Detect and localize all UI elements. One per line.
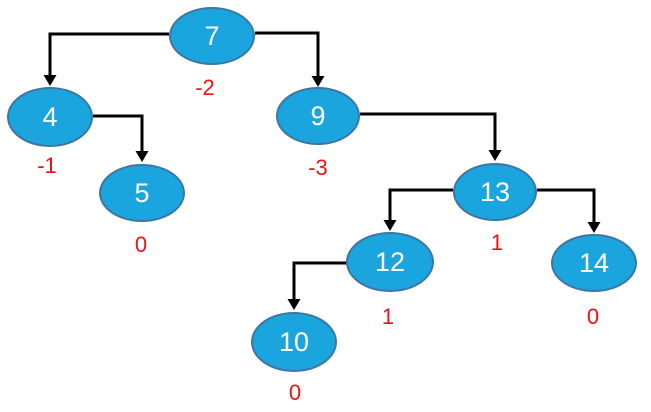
balance-factor-label-14: 0 bbox=[586, 304, 600, 329]
tree-edge-7-4 bbox=[48, 32, 169, 77]
balance-factor-label-4: -1 bbox=[37, 153, 57, 178]
tree-node-13: 13 bbox=[453, 163, 537, 221]
arrow-head-icon bbox=[587, 222, 601, 233]
balance-factor-label-9: -3 bbox=[308, 155, 328, 180]
tree-edge-13-12 bbox=[388, 188, 453, 222]
tree-node-4: 4 bbox=[7, 87, 93, 147]
arrow-head-icon bbox=[383, 220, 397, 231]
arrow-head-icon bbox=[311, 76, 325, 87]
tree-node-9: 9 bbox=[276, 87, 360, 145]
tree-node-14: 14 bbox=[551, 234, 637, 292]
arrow-head-icon bbox=[488, 150, 502, 161]
tree-node-7: 7 bbox=[169, 7, 255, 65]
balance-factor-label-7: -2 bbox=[195, 75, 215, 100]
arrow-head-icon bbox=[135, 151, 149, 162]
tree-edge-13-14 bbox=[537, 188, 596, 224]
balance-factor-label-5: 0 bbox=[134, 232, 148, 257]
tree-edge-9-13 bbox=[360, 112, 497, 152]
tree-edge-7-9 bbox=[255, 31, 320, 78]
tree-edge-4-5 bbox=[93, 114, 144, 153]
tree-node-10: 10 bbox=[251, 312, 337, 372]
balance-factor-label-12: 1 bbox=[381, 304, 395, 329]
tree-node-12: 12 bbox=[346, 232, 434, 292]
balance-factor-label-13: 1 bbox=[490, 230, 504, 255]
tree-edge-12-10 bbox=[292, 261, 347, 301]
balance-factor-label-10: 0 bbox=[288, 380, 302, 405]
tree-node-5: 5 bbox=[99, 164, 185, 222]
arrow-head-icon bbox=[43, 75, 57, 86]
arrow-head-icon bbox=[287, 299, 301, 310]
